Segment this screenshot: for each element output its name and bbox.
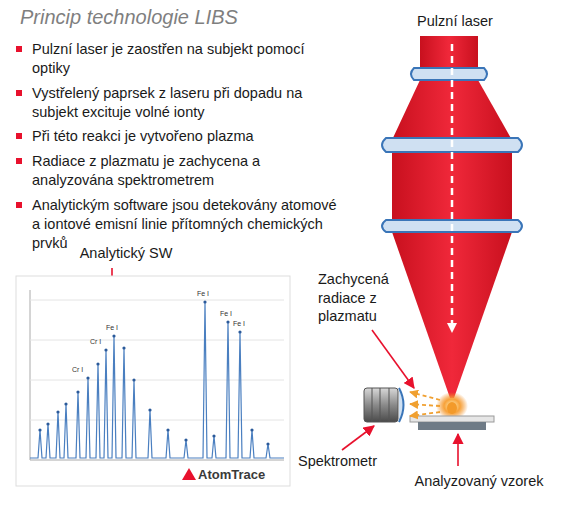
peak-label: Fe I: [233, 320, 253, 327]
bullet-text: Pulzní laser je zaostřen na subjekt pomo…: [32, 41, 304, 76]
bullet-text: Analytickým software jsou detekovány ato…: [32, 197, 337, 251]
bullet-item: Radiace z plazmatu je zachycena a analyz…: [14, 152, 338, 190]
plasma: [447, 402, 457, 414]
bullet-square: [16, 202, 22, 208]
bullet-item: Analytickým software jsou detekovány ato…: [14, 196, 338, 253]
spectrum-chart: [16, 276, 290, 486]
callout-label: Analyzovaný vzorek: [404, 472, 554, 491]
callout-label: Analytický SW: [56, 244, 196, 263]
bullet-square: [16, 90, 22, 96]
bullet-item: Pulzní laser je zaostřen na subjekt pomo…: [14, 40, 338, 78]
beam-direction-arrow: [451, 44, 454, 332]
callout-label: Zachycená radiace z plazmatu: [318, 270, 400, 326]
spectrometer: [364, 388, 404, 422]
logo-mark: [182, 468, 196, 480]
slide-title: Princip technologie LIBS: [20, 6, 238, 29]
peak-label: Fe I: [197, 290, 217, 297]
peak-label: Cr I: [90, 338, 110, 345]
peak-label: Fe I: [106, 324, 126, 331]
bullet-item: Při této reakci je vytvořeno plazma: [14, 127, 338, 146]
bullet-item: Vystřelený paprsek z laseru při dopadu n…: [14, 84, 338, 122]
peak-label: Cr I: [72, 366, 92, 373]
bullet-text: Při této reakci je vytvořeno plazma: [32, 128, 254, 144]
bullet-square: [16, 158, 22, 164]
bullet-text: Vystřelený paprsek z laseru při dopadu n…: [32, 85, 302, 120]
bullet-text: Radiace z plazmatu je zachycena a analyz…: [32, 153, 260, 188]
sample: [410, 416, 494, 430]
laser-beam: [392, 36, 512, 398]
bullet-square: [16, 46, 22, 52]
bullet-list: Pulzní laser je zaostřen na subjekt pomo…: [14, 40, 338, 258]
captured-radiation: [410, 392, 440, 416]
laser-label: Pulzní laser: [395, 12, 515, 31]
peak-label: Fe I: [220, 310, 240, 317]
logo-text: AtomTrace: [198, 467, 288, 482]
callout-label: Spektrometr: [298, 452, 398, 471]
bullet-square: [16, 133, 22, 139]
